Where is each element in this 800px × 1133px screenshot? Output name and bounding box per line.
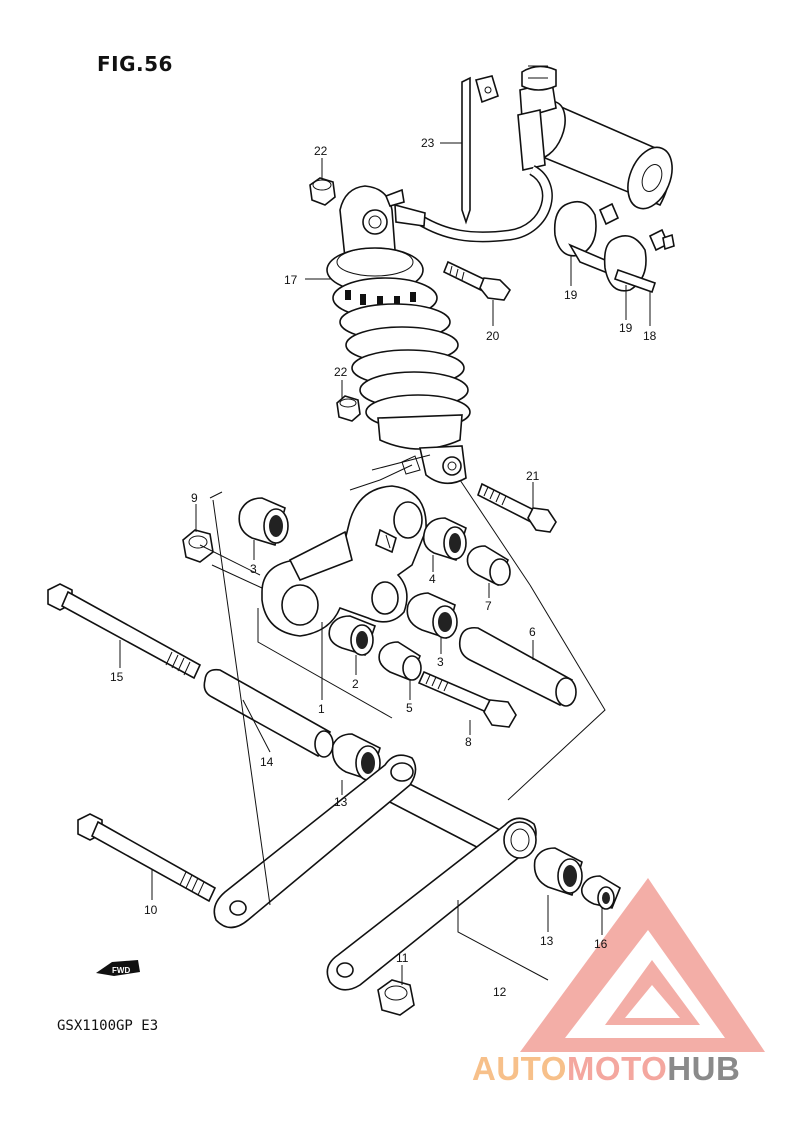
- callout-3-lower: 3: [437, 655, 444, 669]
- reservoir-assembly: [394, 65, 675, 294]
- model-code: GSX1100GP E3: [57, 1018, 159, 1034]
- fwd-arrow-icon: FWD: [96, 960, 140, 976]
- callout-13-lower: 13: [540, 934, 554, 948]
- bearing-2-icon: [328, 615, 377, 656]
- bearing-13-upper-icon: [331, 733, 381, 782]
- bolt-10-icon: [77, 813, 217, 903]
- callout-17: 17: [284, 273, 298, 287]
- shock-absorber: [326, 185, 471, 485]
- bearing-13-lower-icon: [533, 847, 583, 897]
- callout-13-upper: 13: [334, 795, 348, 809]
- bearing-3-upper-icon: [238, 497, 289, 547]
- nut-9-icon: [182, 529, 214, 563]
- callout-21: 21: [526, 469, 540, 483]
- callout-14: 14: [260, 755, 274, 769]
- spacer-5-icon: [378, 641, 422, 682]
- watermark-auto: AUTO: [472, 1050, 567, 1087]
- nut-22-top-icon: [309, 177, 336, 206]
- callout-22-top: 22: [314, 144, 328, 158]
- callout-labels: 23 22 17 20 19 19 18 22 21 9 3 4 7 6 15 …: [110, 136, 657, 999]
- callout-16: 16: [594, 937, 608, 951]
- callout-1: 1: [318, 702, 325, 716]
- callout-15: 15: [110, 670, 124, 684]
- bearing-4-icon: [422, 517, 467, 562]
- sleeve-14-icon: [203, 668, 334, 758]
- callout-7: 7: [485, 599, 492, 613]
- callout-3-upper: 3: [250, 562, 257, 576]
- callout-19-right: 19: [619, 321, 633, 335]
- callout-20: 20: [486, 329, 500, 343]
- callout-6: 6: [529, 625, 536, 639]
- watermark-logo-icon: [520, 878, 765, 1052]
- nut-11-icon: [377, 979, 415, 1016]
- cushion-lever: [261, 485, 427, 637]
- nut-16-icon: [580, 875, 621, 910]
- spacer-6-icon: [458, 626, 577, 707]
- cushion-rod-assembly: [213, 754, 537, 991]
- fwd-label: FWD: [112, 966, 130, 975]
- callout-18: 18: [643, 329, 657, 343]
- callout-4: 4: [429, 572, 436, 586]
- bolt-21-icon: [477, 482, 557, 533]
- callout-10: 10: [144, 903, 158, 917]
- figure-title: FIG.56: [97, 52, 173, 76]
- watermark-hub: HUB: [667, 1050, 741, 1087]
- callout-12: 12: [493, 985, 507, 999]
- callout-19-left: 19: [564, 288, 578, 302]
- bolt-15-icon: [47, 583, 202, 680]
- callout-2: 2: [352, 677, 359, 691]
- spacer-7-icon: [466, 545, 511, 587]
- callout-11: 11: [396, 951, 409, 965]
- leader-lines: [119, 142, 651, 985]
- nut-22-lower-icon: [336, 395, 361, 422]
- watermark-text: AUTOMOTOHUB: [472, 1050, 740, 1088]
- callout-23: 23: [421, 136, 435, 150]
- callout-8: 8: [465, 735, 472, 749]
- callout-5: 5: [406, 701, 413, 715]
- callout-9: 9: [191, 491, 198, 505]
- bearing-3-lower-icon: [406, 592, 458, 640]
- bolt-20-icon: [442, 260, 512, 301]
- callout-22-lower: 22: [334, 365, 348, 379]
- bolt-8-icon: [417, 670, 517, 728]
- watermark-moto: MOTO: [566, 1050, 668, 1087]
